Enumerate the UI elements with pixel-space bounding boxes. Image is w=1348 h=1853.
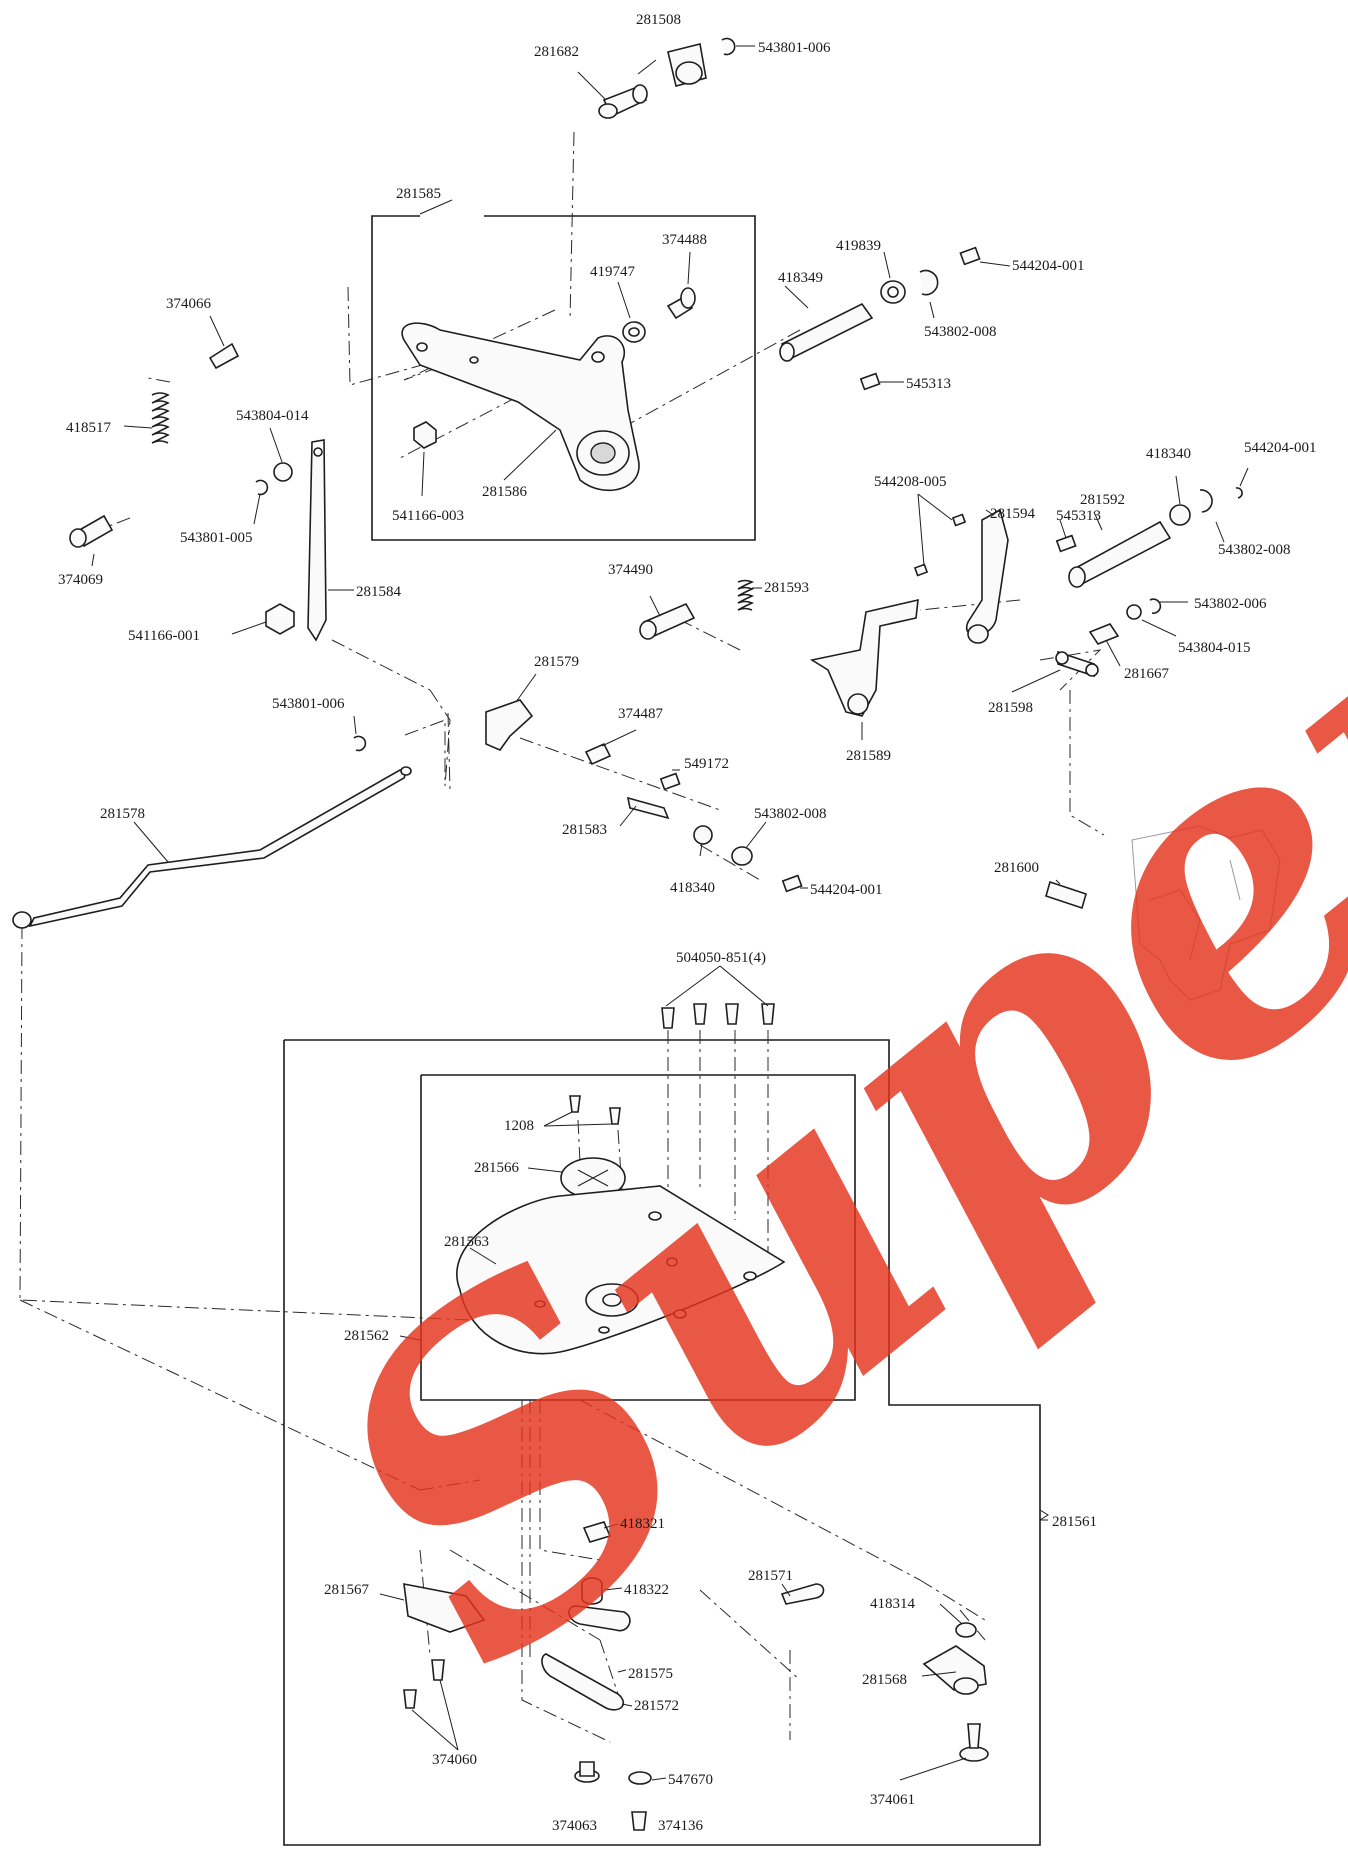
- leader-lines: [91, 45, 1249, 1781]
- part-label: 544204-001: [1012, 258, 1085, 274]
- part-label: 418340: [1146, 446, 1191, 462]
- part-label: 374136: [658, 1818, 704, 1834]
- part-label: 543801-006: [758, 40, 831, 56]
- part-label: 281566: [474, 1160, 520, 1176]
- part-label: 281600: [994, 860, 1039, 876]
- part-label: 281586: [482, 484, 528, 500]
- part-label: 374487: [618, 706, 664, 722]
- part-labels: 281508 543801-006 281682 281585 374488 4…: [58, 12, 1317, 1834]
- part-label: 418349: [778, 270, 823, 286]
- part-label: 544204-001: [810, 882, 883, 898]
- part-label: 504050-851(4): [676, 950, 766, 966]
- group-frame-281561: [283, 1039, 1041, 1846]
- part-label: 374488: [662, 232, 707, 248]
- part-label: 281592: [1080, 492, 1125, 508]
- part-label: 544208-005: [874, 474, 947, 490]
- part-label: 281583: [562, 822, 607, 838]
- part-label: 281563: [444, 1234, 489, 1250]
- part-label: 549172: [684, 756, 729, 772]
- part-label: 281594: [990, 506, 1036, 522]
- part-label: 281579: [534, 654, 579, 670]
- part-label: 281568: [862, 1672, 907, 1688]
- part-label: 418314: [870, 1596, 916, 1612]
- part-label: 418340: [670, 880, 715, 896]
- part-label: 374490: [608, 562, 653, 578]
- part-label: 374069: [58, 572, 103, 588]
- part-label: 543804-015: [1178, 640, 1251, 656]
- part-label: 281593: [764, 580, 809, 596]
- part-label: 543802-006: [1194, 596, 1267, 612]
- part-label: 281589: [846, 748, 891, 764]
- part-label: 543802-008: [1218, 542, 1291, 558]
- part-label: 374061: [870, 1792, 915, 1808]
- group-frame-281563: [420, 1074, 856, 1401]
- part-label: 544204-001: [1244, 440, 1317, 456]
- part-label: 1208: [504, 1118, 534, 1134]
- part-label: 281562: [344, 1328, 389, 1344]
- part-label: 281682: [534, 44, 579, 60]
- part-label: 541166-003: [392, 508, 464, 524]
- part-label: 543802-008: [924, 324, 997, 340]
- part-label: 543801-006: [272, 696, 345, 712]
- part-label: 281567: [324, 1582, 370, 1598]
- part-label: 419839: [836, 238, 881, 254]
- bracket-281561: [1039, 1509, 1049, 1521]
- part-label: 545313: [906, 376, 951, 392]
- part-label: 281571: [748, 1568, 793, 1584]
- part-label: 281667: [1124, 666, 1170, 682]
- part-label: 374060: [432, 1752, 477, 1768]
- part-label: 374066: [166, 296, 212, 312]
- part-label: 281572: [634, 1698, 679, 1714]
- part-label: 418322: [624, 1582, 669, 1598]
- part-label: 418517: [66, 420, 112, 436]
- part-label: 545313: [1056, 508, 1101, 524]
- part-label: 541166-001: [128, 628, 200, 644]
- part-label: 543804-014: [236, 408, 309, 424]
- part-label: 281598: [988, 700, 1033, 716]
- part-label: 419747: [590, 264, 636, 280]
- part-label: 281584: [356, 584, 402, 600]
- part-label: 281508: [636, 12, 681, 28]
- part-label: 281561: [1052, 1514, 1097, 1530]
- part-label: 543802-008: [754, 806, 827, 822]
- part-label: 418321: [620, 1516, 665, 1532]
- part-label: 281578: [100, 806, 145, 822]
- part-label: 281585: [396, 186, 441, 202]
- group-frame-281585: [371, 199, 756, 541]
- part-label: 281575: [628, 1666, 673, 1682]
- part-label: 547670: [668, 1772, 713, 1788]
- part-label: 374063: [552, 1818, 597, 1834]
- part-label: 543801-005: [180, 530, 253, 546]
- part-drawings: [12, 37, 1281, 1831]
